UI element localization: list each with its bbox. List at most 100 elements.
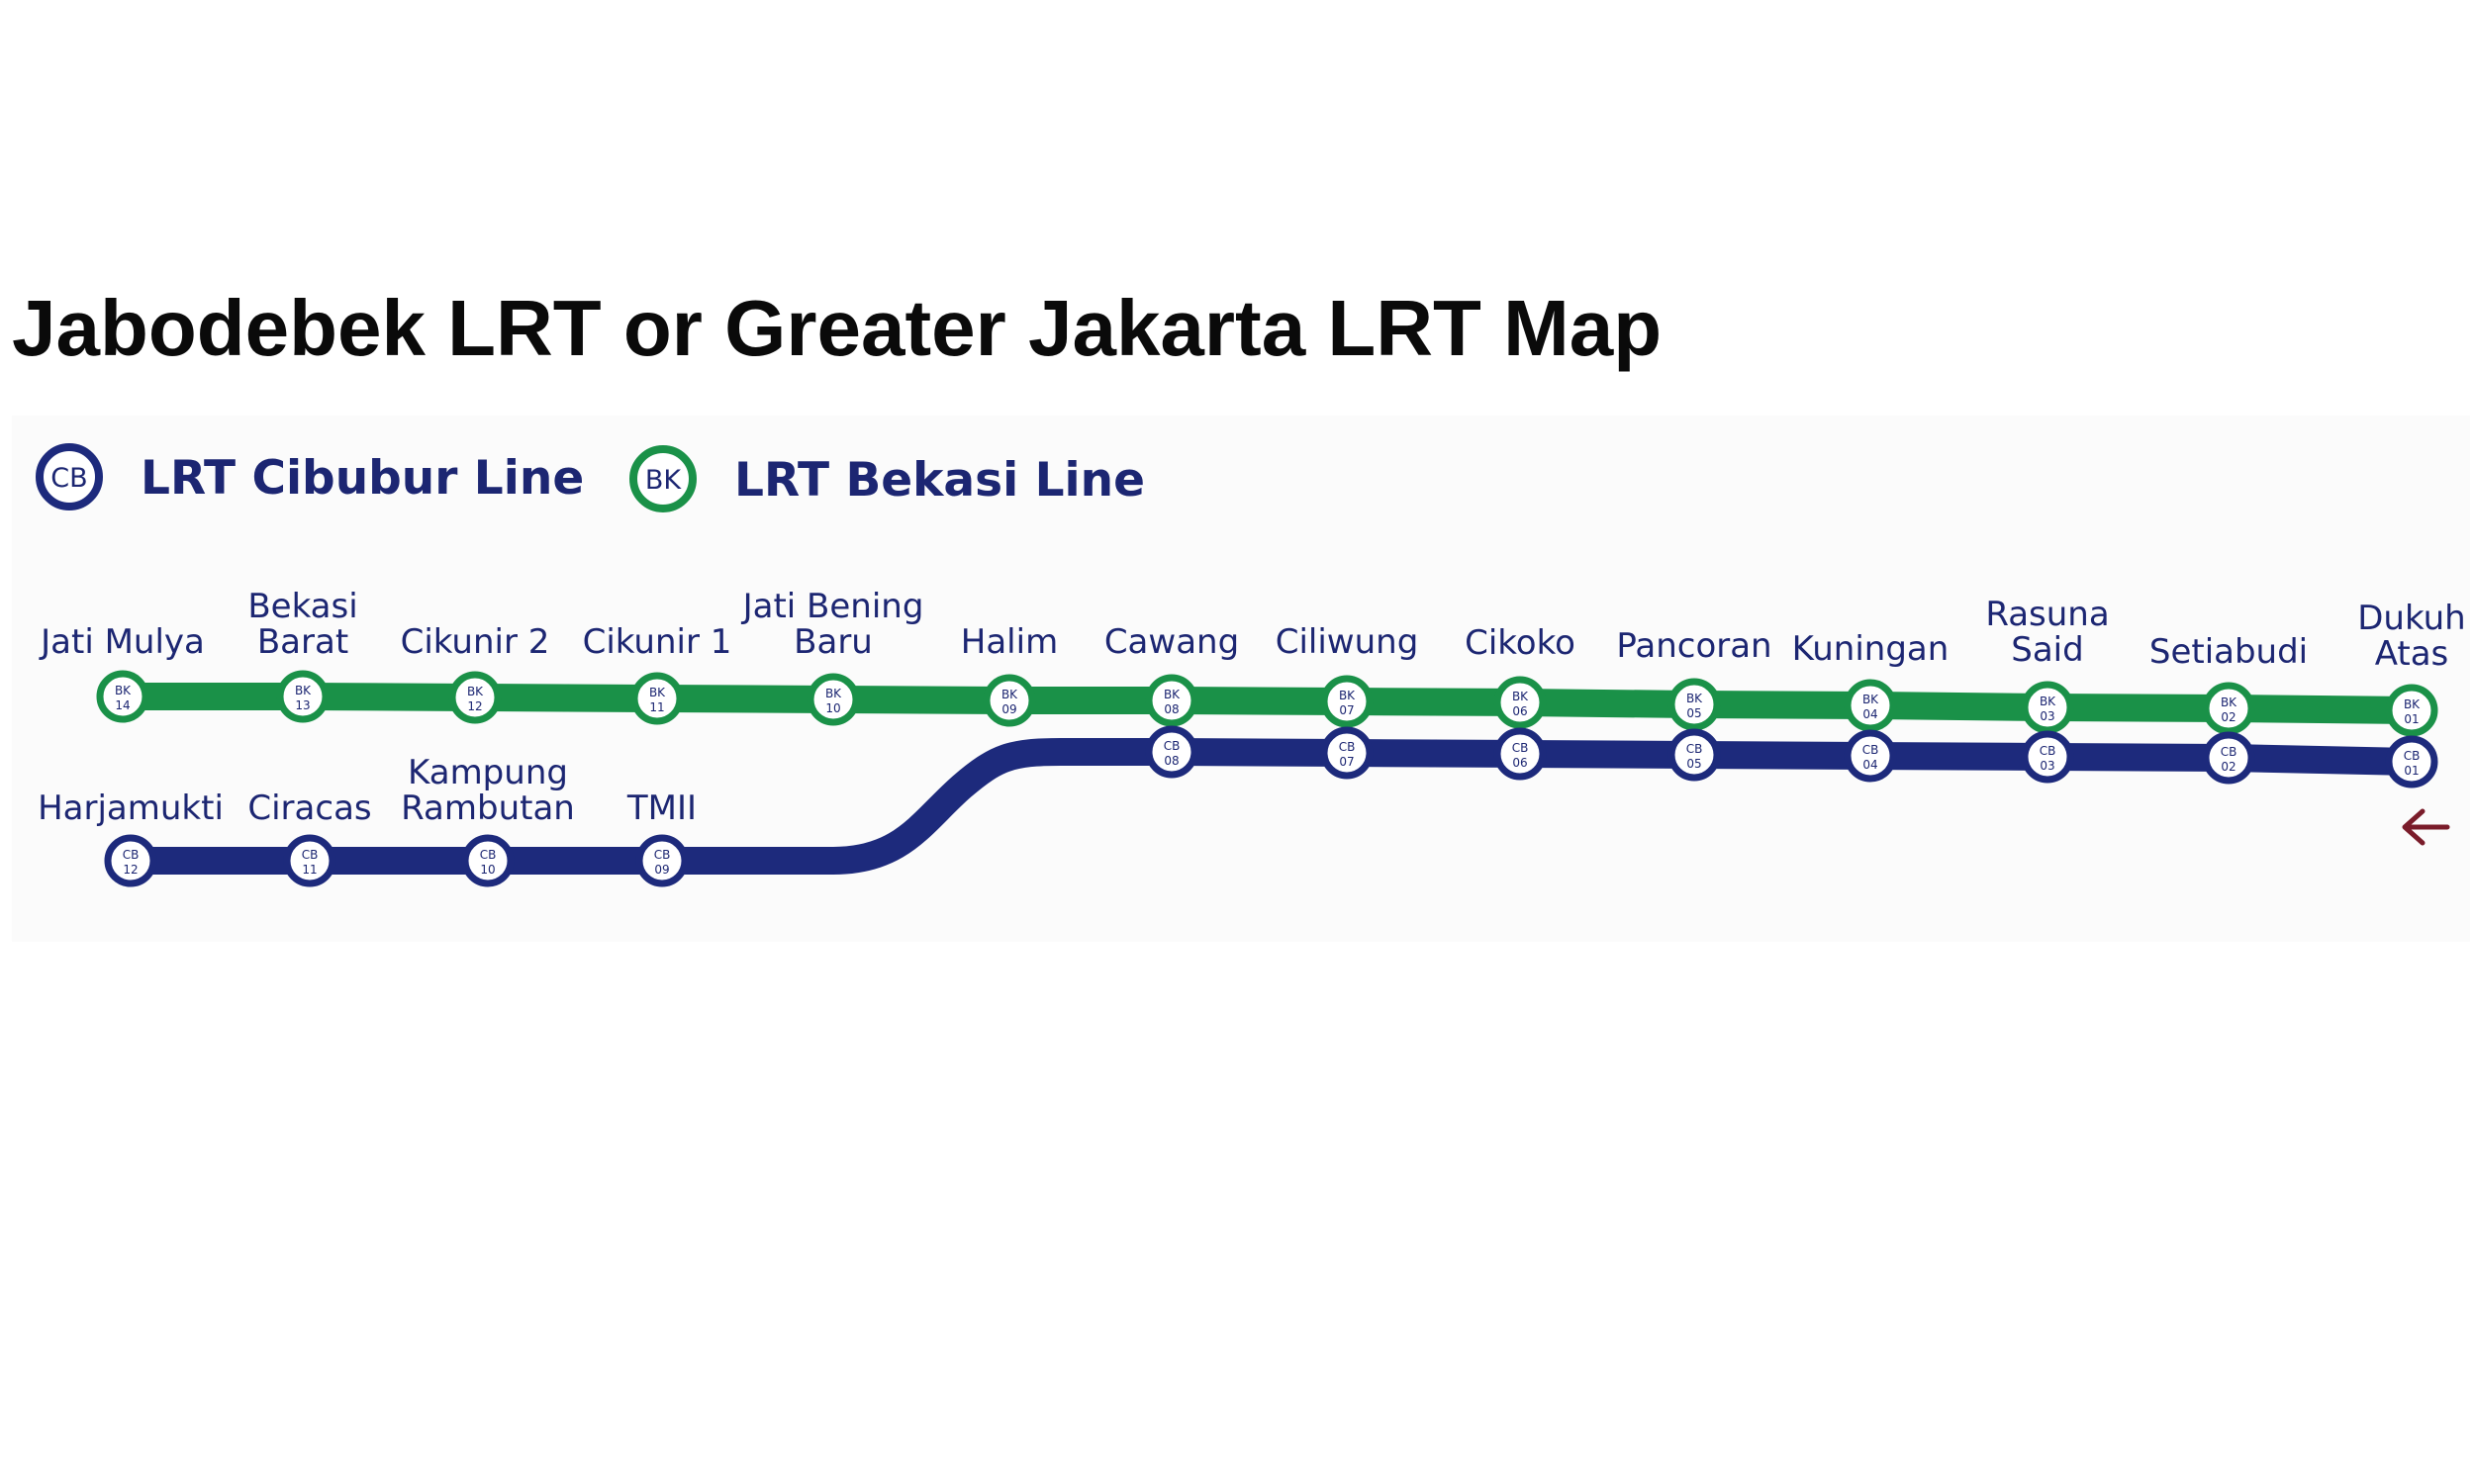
line-badge-text: CB — [1339, 740, 1356, 754]
station-marker — [983, 674, 1036, 727]
line-badge-text: CB — [1164, 739, 1181, 753]
station-marker — [1844, 729, 1897, 783]
cibubur-station-name: Kampung — [408, 753, 568, 792]
cibubur-station-name: Rambutan — [401, 788, 575, 828]
bekasi-station-name: Cawang — [1104, 622, 1239, 662]
cibubur-station-name: TMII — [626, 788, 697, 828]
bekasi-line-route — [109, 683, 2426, 724]
station-code: 14 — [115, 698, 130, 712]
page-title: Jabodebek LRT or Greater Jakarta LRT Map — [12, 284, 1663, 372]
station-code: 11 — [649, 700, 664, 714]
bekasi-station-name: Kuningan — [1792, 629, 1950, 669]
station-marker — [2385, 735, 2438, 788]
station-marker — [2021, 730, 2074, 784]
bekasi-station-name: Barat — [257, 622, 348, 662]
legend-label: LRT Cibubur Line — [141, 451, 584, 506]
station-marker — [1493, 727, 1547, 781]
bekasi-station-name: Said — [2011, 630, 2083, 670]
line-badge-text: CB — [2221, 745, 2237, 759]
station-marker — [448, 671, 502, 724]
bekasi-station-name: Setiabudi — [2149, 632, 2308, 672]
line-badge-text: CB — [2404, 749, 2421, 763]
station-code: 05 — [1686, 757, 1701, 771]
line-badge-text: BK — [2040, 695, 2056, 708]
station-code: 12 — [467, 699, 482, 713]
station-marker — [1145, 725, 1198, 779]
station-marker — [2202, 682, 2255, 735]
station-marker — [283, 834, 336, 887]
station-marker — [96, 670, 149, 723]
station-code: 06 — [1512, 756, 1527, 770]
station-marker — [630, 672, 684, 725]
line-badge-text: BK — [1862, 693, 1879, 706]
bekasi-station-name: Cikunir 2 — [401, 622, 550, 662]
station-marker — [1667, 678, 1721, 731]
bekasi-station-name: Cikoko — [1465, 623, 1575, 663]
line-badge-text: BK — [1512, 690, 1529, 703]
line-badge-text: CB — [1686, 742, 1703, 756]
stations: BK14BK13BK12BK11BK10BK09BK08BK07BK06BK05… — [96, 670, 2438, 887]
station-marker — [2202, 731, 2255, 785]
line-badge-text: CB — [1512, 741, 1529, 755]
line-badge-text: BK — [649, 686, 666, 699]
line-badge-text: BK — [1339, 689, 1356, 702]
station-marker — [1493, 676, 1547, 729]
line-badge-text: BK — [2221, 696, 2237, 709]
station-marker — [276, 670, 330, 723]
bekasi-station-name: Cikunir 1 — [583, 622, 732, 662]
station-marker — [104, 834, 157, 887]
station-code: 08 — [1164, 702, 1179, 716]
bekasi-station-name: Jati Mulya — [39, 622, 205, 662]
bekasi-station-name: Pancoran — [1616, 626, 1771, 666]
station-marker — [1844, 679, 1897, 732]
line-badge-text: CB — [1862, 743, 1879, 757]
line-badge-text: BK — [1686, 692, 1703, 705]
line-badge-text: BK — [115, 684, 132, 697]
station-marker — [1145, 674, 1198, 727]
bekasi-station-name: Rasuna — [1985, 595, 2109, 634]
cibubur-station-name: Harjamukti — [38, 788, 224, 828]
station-code: 09 — [654, 863, 669, 877]
legend-badge — [36, 443, 103, 510]
cibubur-station-name: Ciracas — [247, 788, 371, 828]
station-code: 01 — [2404, 712, 2419, 726]
bekasi-station-name: Jati Bening — [741, 587, 924, 626]
station-code: 07 — [1339, 755, 1354, 769]
station-marker — [807, 673, 860, 726]
station-code: 11 — [302, 863, 317, 877]
line-badge-text: BK — [1164, 688, 1181, 701]
bekasi-station-name: Halim — [961, 622, 1058, 662]
station-marker — [1320, 675, 1374, 728]
station-code: 02 — [2221, 710, 2236, 724]
station-marker — [635, 834, 689, 887]
station-code: 06 — [1512, 704, 1527, 718]
station-marker — [2385, 684, 2438, 737]
legend-badge-text: BK — [645, 465, 683, 496]
station-code: 03 — [2040, 709, 2054, 723]
station-code: 09 — [1001, 702, 1016, 716]
station-code: 10 — [480, 863, 495, 877]
station-marker — [461, 834, 515, 887]
